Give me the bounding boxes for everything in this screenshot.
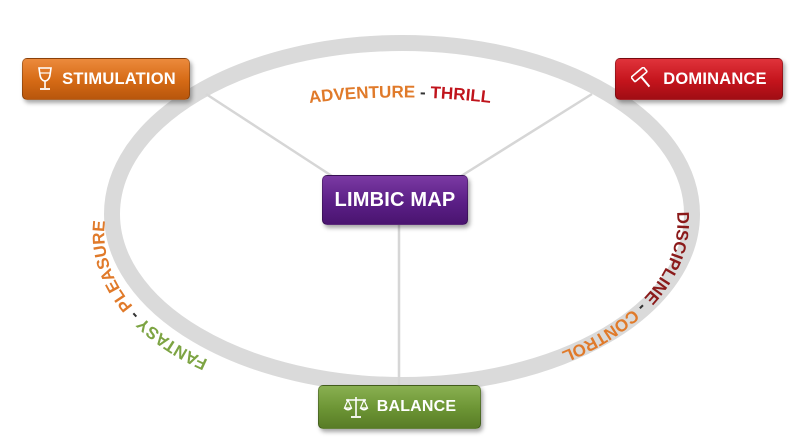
label-separator: - [415,83,431,102]
balance-label: BALANCE [376,398,457,415]
scales-icon [343,395,369,419]
stimulation-label: STIMULATION [62,69,176,88]
stimulation-node: STIMULATION [22,58,190,100]
label-discipline: DISCIPLINE [641,211,693,308]
arc-label-top: ADVENTURE - THRILL [308,82,493,107]
connector-dominance [457,92,593,180]
dominance-label: DOMINANCE [663,69,767,88]
connector-stimulation [205,92,336,180]
balance-node: BALANCE [318,385,481,429]
label-control: CONTROL [560,306,643,366]
label-thrill: THRILL [430,83,492,107]
dominance-node: DOMINANCE [615,58,783,100]
center-title: LIMBIC MAP [334,188,456,211]
hammer-icon [631,67,655,91]
wine-glass-icon [36,66,54,92]
limbic-map-center-node: LIMBIC MAP [322,175,468,225]
label-adventure: ADVENTURE [308,82,416,107]
